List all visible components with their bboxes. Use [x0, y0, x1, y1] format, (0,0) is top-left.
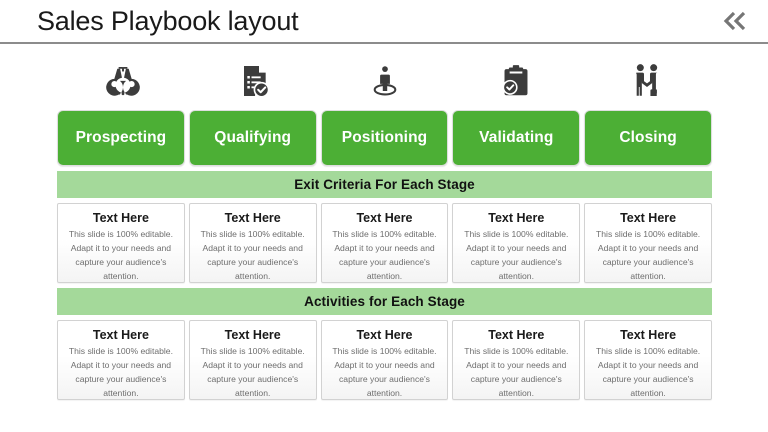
- activities-card-row: Text Here This slide is 100% editable. A…: [57, 320, 712, 400]
- card-body: This slide is 100% editable. Adapt it to…: [596, 346, 701, 398]
- stage-row: Prospecting Qualifying Positioning Valid…: [57, 110, 712, 166]
- stage-icon-row: [57, 56, 712, 106]
- card-title: Text Here: [356, 211, 413, 225]
- stage-box-validating[interactable]: Validating: [452, 110, 581, 166]
- card-body: This slide is 100% editable. Adapt it to…: [596, 229, 701, 281]
- stage-label: Closing: [619, 129, 677, 146]
- card-title: Text Here: [92, 328, 149, 342]
- card[interactable]: Text Here This slide is 100% editable. A…: [452, 320, 581, 400]
- slide-canvas: Prospecting Qualifying Positioning Valid…: [0, 44, 768, 432]
- card-body: This slide is 100% editable. Adapt it to…: [464, 346, 569, 398]
- card-title: Text Here: [488, 328, 545, 342]
- stage-label: Positioning: [341, 129, 428, 146]
- card-title: Text Here: [92, 211, 149, 225]
- card-title: Text Here: [356, 328, 413, 342]
- binoculars-icon: [57, 56, 188, 106]
- card-body: This slide is 100% editable. Adapt it to…: [200, 346, 305, 398]
- card-title: Text Here: [620, 211, 677, 225]
- stage-label: Prospecting: [75, 129, 167, 146]
- stage-box-positioning[interactable]: Positioning: [320, 110, 449, 166]
- page-title: Sales Playbook layout: [37, 5, 299, 36]
- card[interactable]: Text Here This slide is 100% editable. A…: [320, 203, 449, 283]
- band-label: Exit Criteria For Each Stage: [294, 177, 475, 192]
- card[interactable]: Text Here This slide is 100% editable. A…: [57, 320, 185, 400]
- card-title: Text Here: [620, 328, 677, 342]
- card[interactable]: Text Here This slide is 100% editable. A…: [584, 203, 712, 283]
- chevron-double-left-icon[interactable]: [720, 6, 750, 36]
- card-body: This slide is 100% editable. Adapt it to…: [332, 229, 437, 281]
- card-title: Text Here: [488, 211, 545, 225]
- playbook-board: Prospecting Qualifying Positioning Valid…: [57, 56, 712, 400]
- stage-label: Validating: [479, 129, 554, 146]
- stage-box-prospecting[interactable]: Prospecting: [57, 110, 185, 166]
- card-body: This slide is 100% editable. Adapt it to…: [68, 346, 173, 398]
- card[interactable]: Text Here This slide is 100% editable. A…: [584, 320, 712, 400]
- band-label: Activities for Each Stage: [304, 294, 465, 309]
- clipboard-check-icon: [450, 56, 581, 106]
- person-in-circle-icon: [319, 56, 450, 106]
- stage-box-closing[interactable]: Closing: [584, 110, 712, 166]
- stage-box-qualifying[interactable]: Qualifying: [188, 110, 317, 166]
- card-title: Text Here: [224, 211, 281, 225]
- card-title: Text Here: [224, 328, 281, 342]
- card[interactable]: Text Here This slide is 100% editable. A…: [452, 203, 581, 283]
- section-band-exit-criteria: Exit Criteria For Each Stage: [57, 171, 712, 198]
- section-band-activities: Activities for Each Stage: [57, 288, 712, 315]
- card[interactable]: Text Here This slide is 100% editable. A…: [320, 320, 449, 400]
- card-body: This slide is 100% editable. Adapt it to…: [464, 229, 569, 281]
- handshake-icon: [581, 56, 712, 106]
- card-body: This slide is 100% editable. Adapt it to…: [332, 346, 437, 398]
- app-header: Sales Playbook layout: [0, 0, 768, 44]
- card[interactable]: Text Here This slide is 100% editable. A…: [188, 203, 317, 283]
- checklist-document-check-icon: [188, 56, 319, 106]
- card[interactable]: Text Here This slide is 100% editable. A…: [188, 320, 317, 400]
- exit-criteria-card-row: Text Here This slide is 100% editable. A…: [57, 203, 712, 283]
- card[interactable]: Text Here This slide is 100% editable. A…: [57, 203, 185, 283]
- stage-label: Qualifying: [214, 129, 292, 146]
- card-body: This slide is 100% editable. Adapt it to…: [200, 229, 305, 281]
- card-body: This slide is 100% editable. Adapt it to…: [68, 229, 173, 281]
